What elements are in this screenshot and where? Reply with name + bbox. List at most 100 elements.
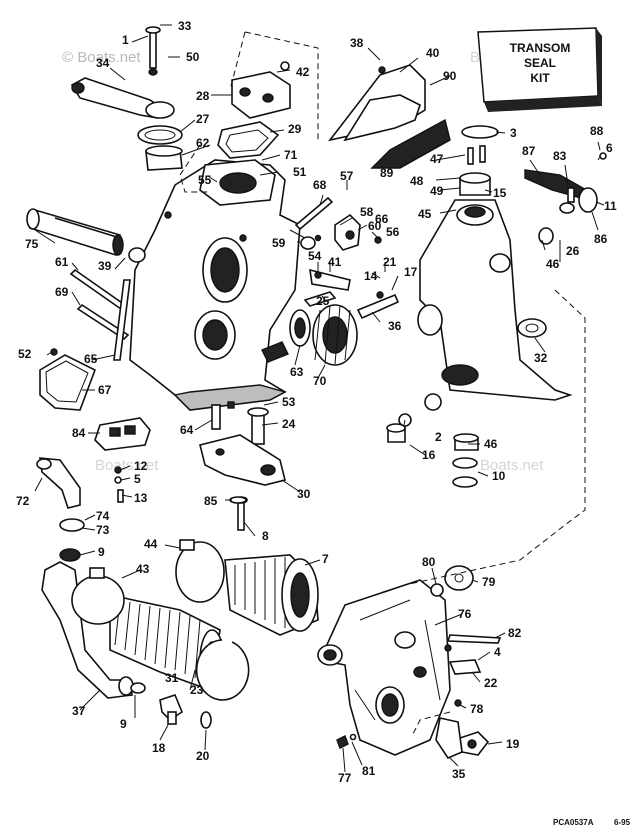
exhaust-pipes <box>26 208 146 263</box>
callout-70: 70 <box>313 374 327 388</box>
exhaust-tube <box>41 561 134 699</box>
gaskets-left <box>39 354 97 411</box>
callout-45: 45 <box>418 207 432 221</box>
callout-36: 36 <box>388 319 402 333</box>
callout-64: 64 <box>180 423 194 437</box>
lower-gear-case <box>317 579 451 756</box>
callout-62: 62 <box>196 136 210 150</box>
callout-27: 27 <box>196 112 210 126</box>
callout-38: 38 <box>350 36 364 50</box>
pinion-gear <box>261 196 358 366</box>
callout-73: 73 <box>96 523 110 537</box>
leader-lines <box>34 24 605 773</box>
callout-14: 14 <box>364 269 378 283</box>
callout-66: 66 <box>375 212 389 226</box>
transom-seal-kit-box: TRANSOM SEAL KIT <box>477 27 602 112</box>
center-small-parts <box>289 213 400 320</box>
callout-44: 44 <box>144 537 158 551</box>
drawing-code: PCA0537A 6-95 <box>553 818 631 827</box>
dashed-assembly-lines <box>179 31 586 737</box>
callout-17: 17 <box>404 265 418 279</box>
water-tube <box>36 457 124 562</box>
callout-72: 72 <box>16 494 30 508</box>
callout-80: 80 <box>422 555 436 569</box>
callout-19: 19 <box>506 737 520 751</box>
callout-16: 16 <box>422 448 436 462</box>
callout-41: 41 <box>328 255 342 269</box>
small-housing-parts <box>94 401 269 451</box>
callout-28: 28 <box>196 89 210 103</box>
callout-21: 21 <box>383 255 397 269</box>
callout-12: 12 <box>134 459 148 473</box>
callout-48: 48 <box>410 174 424 188</box>
callout-9b: 9 <box>120 717 127 731</box>
callout-67: 67 <box>98 383 112 397</box>
callout-86: 86 <box>594 232 608 246</box>
callout-39: 39 <box>98 259 112 273</box>
kit-title-line3: KIT <box>530 71 550 85</box>
callout-5: 5 <box>134 472 141 486</box>
callout-68: 68 <box>313 178 327 192</box>
callout-15: 15 <box>493 186 507 200</box>
callout-33: 33 <box>178 19 192 33</box>
callout-82: 82 <box>508 626 522 640</box>
callout-61: 61 <box>55 255 69 269</box>
callout-6: 6 <box>606 141 613 155</box>
callout-69: 69 <box>55 285 69 299</box>
callout-23: 23 <box>190 683 204 697</box>
callout-53: 53 <box>282 395 296 409</box>
callout-42: 42 <box>296 65 310 79</box>
kit-title-line1: TRANSOM <box>510 41 571 55</box>
callout-47: 47 <box>430 152 444 166</box>
watermark-mid-left: Boats.net <box>95 457 159 474</box>
callout-76: 76 <box>458 607 472 621</box>
callout-24: 24 <box>282 417 296 431</box>
shift-cover <box>217 71 291 159</box>
callout-34: 34 <box>96 56 110 70</box>
watermark-mid-right: Boats.net <box>480 457 544 474</box>
top-cover <box>280 61 451 169</box>
callout-75: 75 <box>25 237 39 251</box>
callout-81: 81 <box>362 764 376 778</box>
callout-37: 37 <box>72 704 86 718</box>
bellows-right <box>224 554 319 636</box>
callout-50: 50 <box>186 50 200 64</box>
callout-65: 65 <box>84 352 98 366</box>
callout-18: 18 <box>152 741 166 755</box>
callout-84: 84 <box>72 426 86 440</box>
callout-3: 3 <box>510 126 517 140</box>
callout-71: 71 <box>284 148 298 162</box>
watermark-top-left: © Boats.net <box>62 49 141 66</box>
callout-74: 74 <box>96 509 110 523</box>
callout-51: 51 <box>293 165 307 179</box>
drawing-code-id: PCA0537A <box>553 818 594 827</box>
callout-60: 60 <box>368 219 382 233</box>
callout-52: 52 <box>18 347 32 361</box>
callout-77: 77 <box>338 771 352 785</box>
callout-4: 4 <box>494 645 501 659</box>
callout-43: 43 <box>136 562 150 576</box>
kit-title-line2: SEAL <box>524 56 556 70</box>
callout-79: 79 <box>482 575 496 589</box>
right-small-parts <box>459 125 607 245</box>
callout-63: 63 <box>290 365 304 379</box>
callout-9: 9 <box>98 545 105 559</box>
callout-54: 54 <box>308 249 322 263</box>
callout-46b: 46 <box>484 437 498 451</box>
callout-20: 20 <box>196 749 210 763</box>
callout-10: 10 <box>492 469 506 483</box>
callout-32: 32 <box>534 351 548 365</box>
callout-87: 87 <box>522 144 536 158</box>
callout-90: 90 <box>443 69 457 83</box>
callout-59: 59 <box>272 236 286 250</box>
callout-8: 8 <box>262 529 269 543</box>
callout-labels: 1 33 50 34 28 42 27 29 62 71 51 55 38 40… <box>16 19 617 785</box>
callout-11: 11 <box>604 199 617 213</box>
hose-clamps <box>71 539 250 701</box>
callout-26: 26 <box>566 244 580 258</box>
fittings-bottom-left <box>130 682 212 729</box>
shift-lever <box>70 26 183 171</box>
callout-83: 83 <box>553 149 567 163</box>
callout-13: 13 <box>134 491 148 505</box>
lower-right-fittings <box>336 565 502 759</box>
